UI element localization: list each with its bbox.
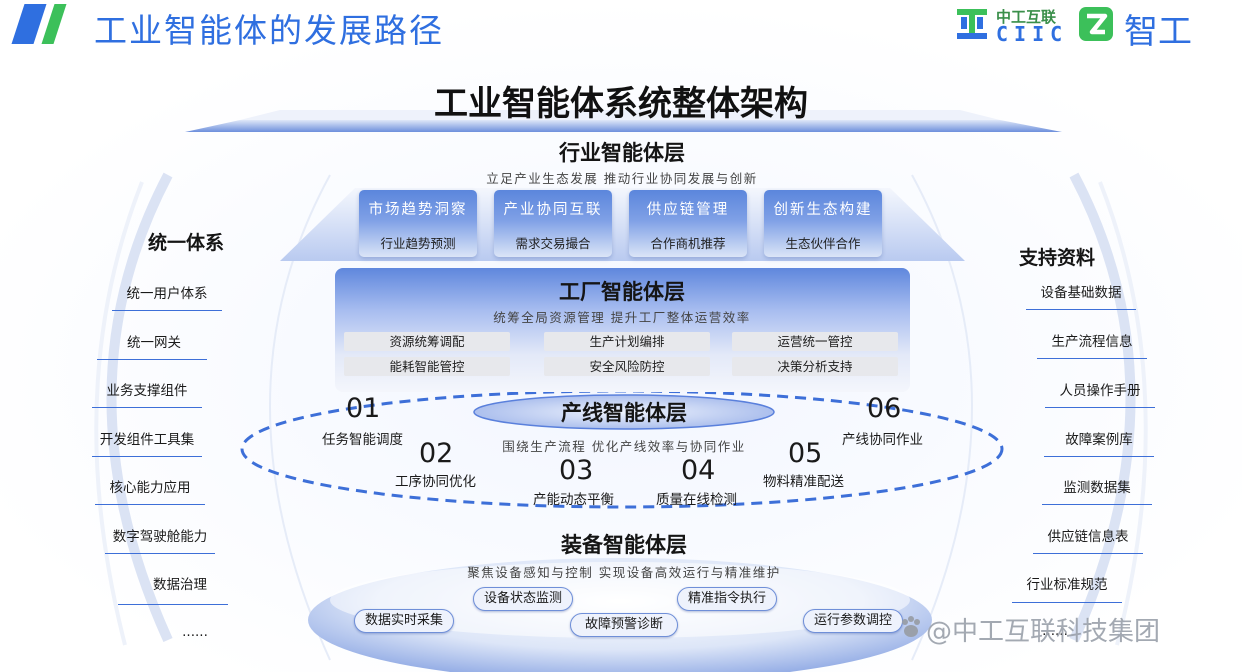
left-column-title: 统一体系	[148, 232, 225, 254]
page-title: 工业智能体的发展路径	[94, 11, 444, 50]
left-column-divider	[92, 407, 202, 408]
industry-layer-subtitle: 立足产业生态发展 推动行业协同发展与创新	[486, 171, 758, 186]
architecture-title: 工业智能体系统整体架构	[434, 84, 808, 124]
equipment-capability: 精准指令执行	[677, 587, 777, 611]
right-column-divider	[1042, 504, 1152, 505]
right-column-divider	[1026, 309, 1136, 310]
equipment-capability: 运行参数调控	[803, 609, 903, 633]
industry-card-item: 行业趋势预测	[380, 236, 456, 251]
ciic-logo-icon	[957, 9, 987, 39]
line-task-label: 工序协同优化	[395, 474, 476, 490]
right-column-item: 供应链信息表	[1047, 529, 1129, 545]
line-task-number: 04	[681, 455, 716, 486]
line-task-number: 02	[419, 438, 454, 469]
left-column-divider	[97, 359, 207, 360]
zhigong-logo-text: 智工	[1124, 12, 1192, 52]
left-column-item: 核心能力应用	[109, 480, 191, 496]
left-column-item: 数字驾驶舱能力	[112, 529, 208, 545]
industry-card-item: 生态伙伴合作	[785, 236, 861, 251]
industry-card: 产业协同互联 需求交易撮合	[494, 190, 612, 257]
ciic-logo-chinese: 中工互联	[996, 8, 1057, 26]
line-task-number: 05	[788, 438, 823, 469]
line-layer-subtitle: 围绕生产流程 优化产线效率与协同作业	[502, 439, 746, 454]
industry-card-heading: 市场趋势洞察	[368, 202, 468, 218]
equipment-capability: 故障预警诊断	[570, 613, 678, 637]
right-column-divider	[1033, 553, 1143, 554]
left-column-divider	[95, 504, 205, 505]
left-column-divider	[105, 553, 215, 554]
line-task-label: 物料精准配送	[763, 474, 844, 490]
left-column-divider	[118, 604, 228, 605]
line-task-number: 06	[867, 393, 902, 424]
left-column-item: 统一用户体系	[126, 286, 208, 302]
industry-card: 创新生态构建 生态伙伴合作	[764, 190, 882, 257]
right-column-title: 支持资料	[1019, 247, 1096, 269]
industry-card-heading: 产业协同互联	[503, 202, 603, 218]
right-column-item: 行业标准规范	[1026, 577, 1108, 593]
equipment-capability: 数据实时采集	[354, 609, 454, 633]
line-task-label: 质量在线检测	[656, 492, 737, 508]
industry-card-item: 合作商机推荐	[650, 236, 726, 251]
factory-layer-title: 工厂智能体层	[559, 280, 685, 304]
right-column-item: ......	[1042, 623, 1068, 639]
left-column-item: ......	[182, 624, 208, 640]
line-task-number: 01	[346, 393, 381, 424]
line-task-label: 产线协同作业	[842, 432, 923, 448]
factory-capability: 决策分析支持	[732, 357, 898, 376]
right-column-divider	[1044, 456, 1154, 457]
source-watermark: @中工互联科技集团	[926, 617, 1161, 647]
right-column-item: 监测数据集	[1063, 480, 1131, 496]
right-column-item: 人员操作手册	[1059, 383, 1141, 399]
equipment-layer-title: 装备智能体层	[561, 533, 687, 557]
right-column-item: 故障案例库	[1065, 432, 1133, 448]
equipment-layer-subtitle: 聚焦设备感知与控制 实现设备高效运行与精准维护	[467, 565, 781, 580]
right-column-divider	[1037, 358, 1147, 359]
line-layer-title: 产线智能体层	[561, 401, 687, 425]
baidu-paw-icon	[902, 616, 920, 637]
left-column-item: 业务支撑组件	[106, 383, 188, 399]
right-column-divider	[1012, 602, 1122, 603]
right-column-item: 生产流程信息	[1051, 334, 1133, 350]
line-task-label: 产能动态平衡	[533, 492, 614, 508]
industry-layer-title: 行业智能体层	[559, 141, 685, 165]
equipment-capability: 设备状态监测	[473, 587, 573, 611]
line-task-label: 任务智能调度	[322, 432, 403, 448]
left-column-item: 统一网关	[127, 335, 181, 351]
industry-card-item: 需求交易撮合	[515, 236, 591, 251]
factory-capability: 安全风险防控	[544, 357, 710, 376]
line-task-number: 03	[559, 455, 594, 486]
left-column-divider	[112, 310, 222, 311]
left-column-divider	[92, 456, 202, 457]
industry-card: 市场趋势洞察 行业趋势预测	[359, 190, 477, 257]
factory-layer-subtitle: 统筹全局资源管理 提升工厂整体运营效率	[493, 310, 751, 325]
factory-capability: 能耗智能管控	[344, 357, 510, 376]
left-column-item: 开发组件工具集	[99, 432, 195, 448]
industry-card-heading: 供应链管理	[646, 202, 730, 218]
factory-capability: 运营统一管控	[732, 332, 898, 351]
factory-capability: 资源统筹调配	[344, 332, 510, 351]
zhigong-logo-icon	[1079, 7, 1113, 41]
left-column-item: 数据治理	[153, 577, 207, 593]
industry-card-heading: 创新生态构建	[773, 202, 873, 218]
right-column-item: 设备基础数据	[1040, 285, 1122, 301]
factory-capability: 生产计划编排	[544, 332, 710, 351]
ciic-logo-english: CIIC	[996, 22, 1069, 46]
industry-card: 供应链管理 合作商机推荐	[629, 190, 747, 257]
right-column-divider	[1045, 407, 1155, 408]
